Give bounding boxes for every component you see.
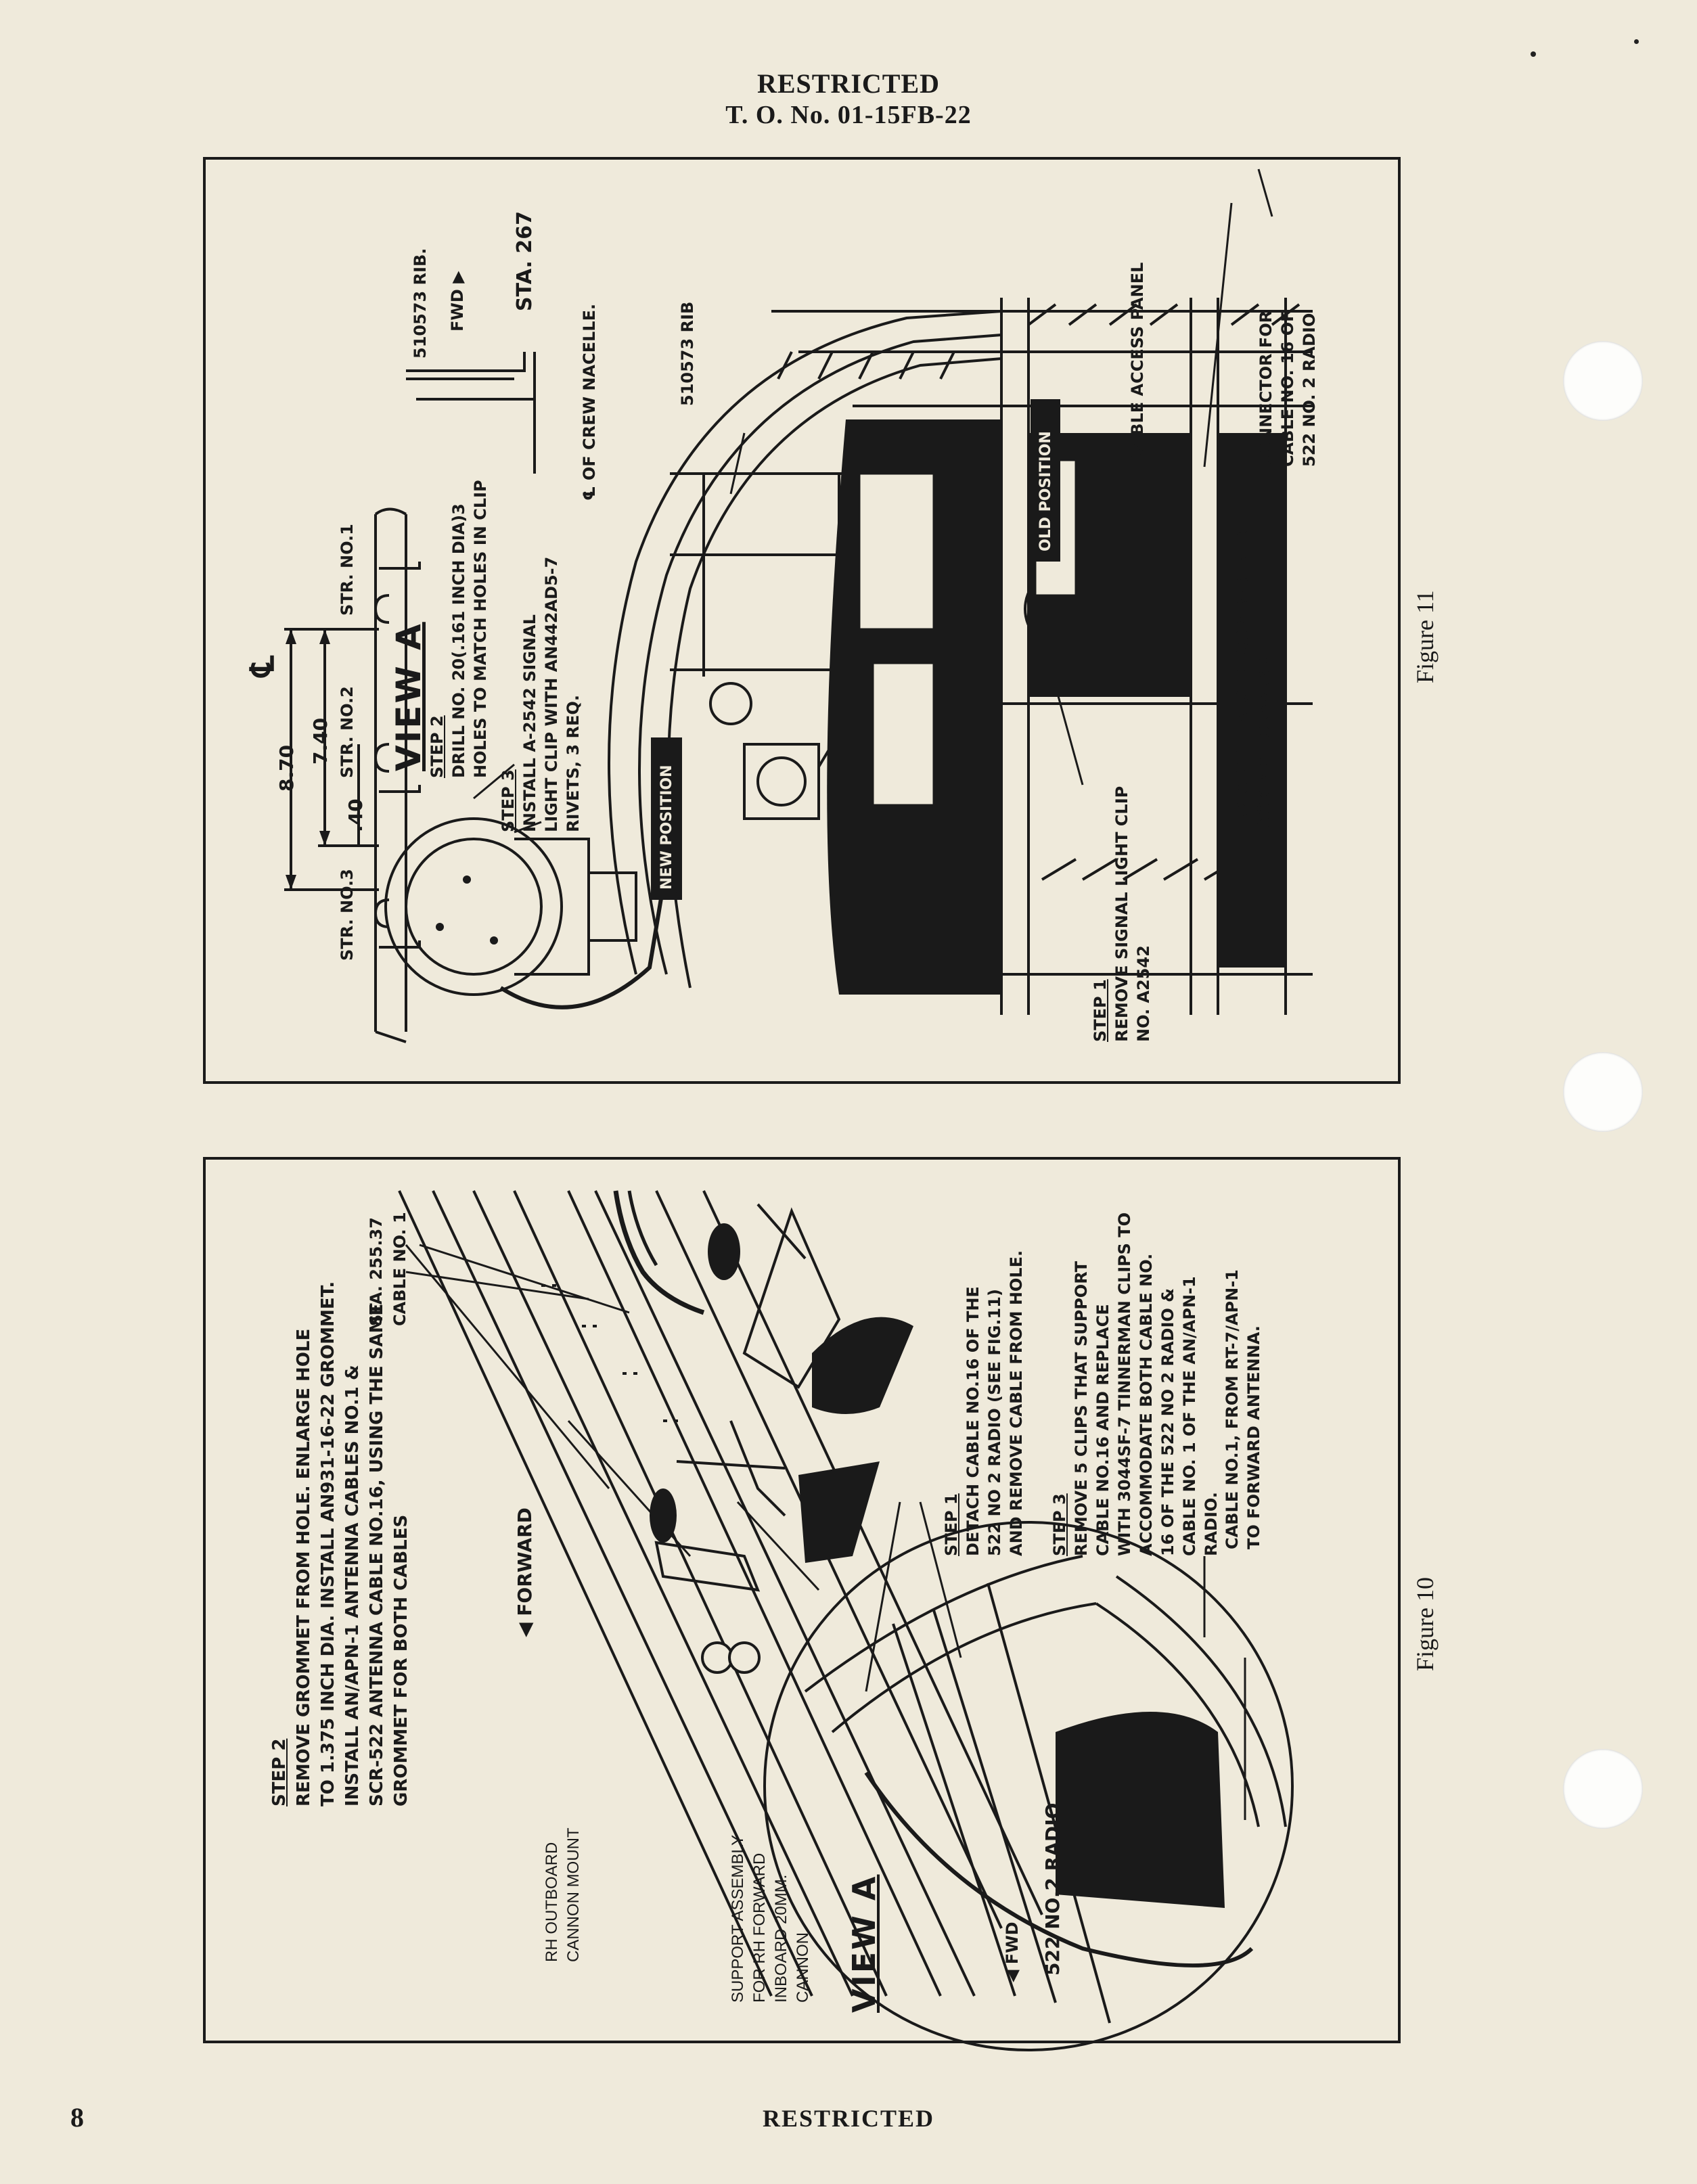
fig10-support-line2: FOR RH FORWARD: [750, 1852, 769, 2003]
footer-classification: RESTRICTED: [762, 2105, 935, 2132]
fig10-support-note: SUPPORT ASSEMBLY FOR RH FORWARD INBOARD …: [727, 1835, 814, 2003]
fig10-rh-cannon-note: RH OUTBOARD CANNON MOUNT: [541, 1827, 585, 1962]
fig10-forward-label: ◀ FORWARD: [514, 1507, 536, 1637]
figure-10-caption: Figure 10: [1411, 1577, 1439, 1671]
fig10-step3-title: STEP 3: [1050, 1493, 1069, 1556]
fig10-522-radio-label: 522 NO.2 RADIO: [1041, 1802, 1064, 1976]
fig10-cable1-label: CABLE NO. 1: [390, 1212, 409, 1326]
fig10-support-line1: SUPPORT ASSEMBLY: [729, 1834, 747, 2003]
figure-11-frame: [203, 157, 1401, 1084]
arrow-icon: ◀: [514, 1616, 536, 1637]
fig10-cable-from-line2: TO FORWARD ANTENNA.: [1244, 1325, 1263, 1549]
fig10-support-line4: CANNON: [794, 1932, 812, 2003]
header-to-number: T. O. No. 01-15FB-22: [725, 101, 972, 129]
fig10-step1-line3: AND REMOVE CABLE FROM HOLE.: [1007, 1250, 1026, 1556]
fig10-step1-note: STEP 1 DETACH CABLE NO.16 OF THE 522 NO …: [941, 1250, 1027, 1556]
fig10-step1-title: STEP 1: [942, 1493, 961, 1556]
margin-mark: [1634, 39, 1639, 44]
fig10-cable-from-line1: CABLE NO.1, FROM RT-7/APN-1: [1223, 1269, 1242, 1549]
margin-mark: [1531, 51, 1536, 57]
fig10-step1-line2: 522 NO 2 RADIO (SEE FIG.11): [985, 1289, 1004, 1556]
punch-hole: [1563, 1749, 1643, 1829]
arrow-icon: ◀: [1003, 1964, 1022, 1982]
fig10-cable-from-note: CABLE NO.1, FROM RT-7/APN-1 TO FORWARD A…: [1221, 1269, 1265, 1549]
header-classification: RESTRICTED: [756, 68, 941, 99]
fig10-support-line3: INBOARD 20MM.: [772, 1874, 790, 2003]
fig10-step1-line1: DETACH CABLE NO.16 OF THE: [964, 1286, 982, 1556]
fig10-step3-note: STEP 3 REMOVE 5 CLIPS THAT SUPPORT CABLE…: [1049, 1212, 1222, 1556]
fig10-step3-line6: CABLE NO. 1 OF THE AN/APN-1: [1180, 1276, 1199, 1556]
punch-hole: [1563, 1052, 1643, 1132]
fig10-fwd-label: ◀ FWD: [1001, 1921, 1023, 1982]
fig10-view-a-title: VIEW A: [846, 1874, 882, 2014]
fig10-sta-label: STA. 255.37: [367, 1217, 386, 1326]
fig10-step2-line4: SCR-522 ANTENNA CABLE NO.16, USING THE S…: [367, 1303, 387, 1806]
fig10-fwd-text: FWD: [1003, 1921, 1022, 1965]
fig10-step2-line3: INSTALL AN/APN-1 ANTENNA CABLES NO.1 &: [342, 1365, 363, 1806]
fig10-step3-line2: CABLE NO.16 AND REPLACE: [1093, 1304, 1112, 1556]
fig10-step2-line2: TO 1.375 INCH DIA. INSTALL AN931-16-22 G…: [318, 1281, 338, 1806]
page-number: 8: [70, 2102, 84, 2133]
figure-10-frame: [203, 1157, 1401, 2043]
fig10-step2-line5: GROMMET FOR BOTH CABLES: [391, 1514, 411, 1806]
fig10-rh-cannon-line1: RH OUTBOARD: [543, 1842, 561, 1962]
fig10-step2-line1: REMOVE GROMMET FROM HOLE. ENLARGE HOLE: [294, 1328, 314, 1806]
punch-hole: [1563, 341, 1643, 421]
fig10-step3-line4: ACCOMMODATE BOTH CABLE NO.: [1137, 1253, 1156, 1556]
fig10-rh-cannon-line2: CANNON MOUNT: [564, 1827, 583, 1962]
fig10-step3-line5: 16 OF THE 522 NO 2 RADIO &: [1158, 1288, 1177, 1556]
fig10-step2-note: STEP 2 REMOVE GROMMET FROM HOLE. ENLARGE…: [267, 1281, 413, 1806]
fig10-step2-title: STEP 2: [269, 1738, 290, 1806]
fig10-step3-line7: RADIO.: [1202, 1492, 1221, 1556]
fig10-step3-line3: WITH 3044SF-7 TINNERMAN CLIPS TO: [1115, 1212, 1134, 1556]
fig10-step3-line1: REMOVE 5 CLIPS THAT SUPPORT: [1072, 1261, 1091, 1556]
fig10-forward-text: FORWARD: [514, 1507, 536, 1616]
